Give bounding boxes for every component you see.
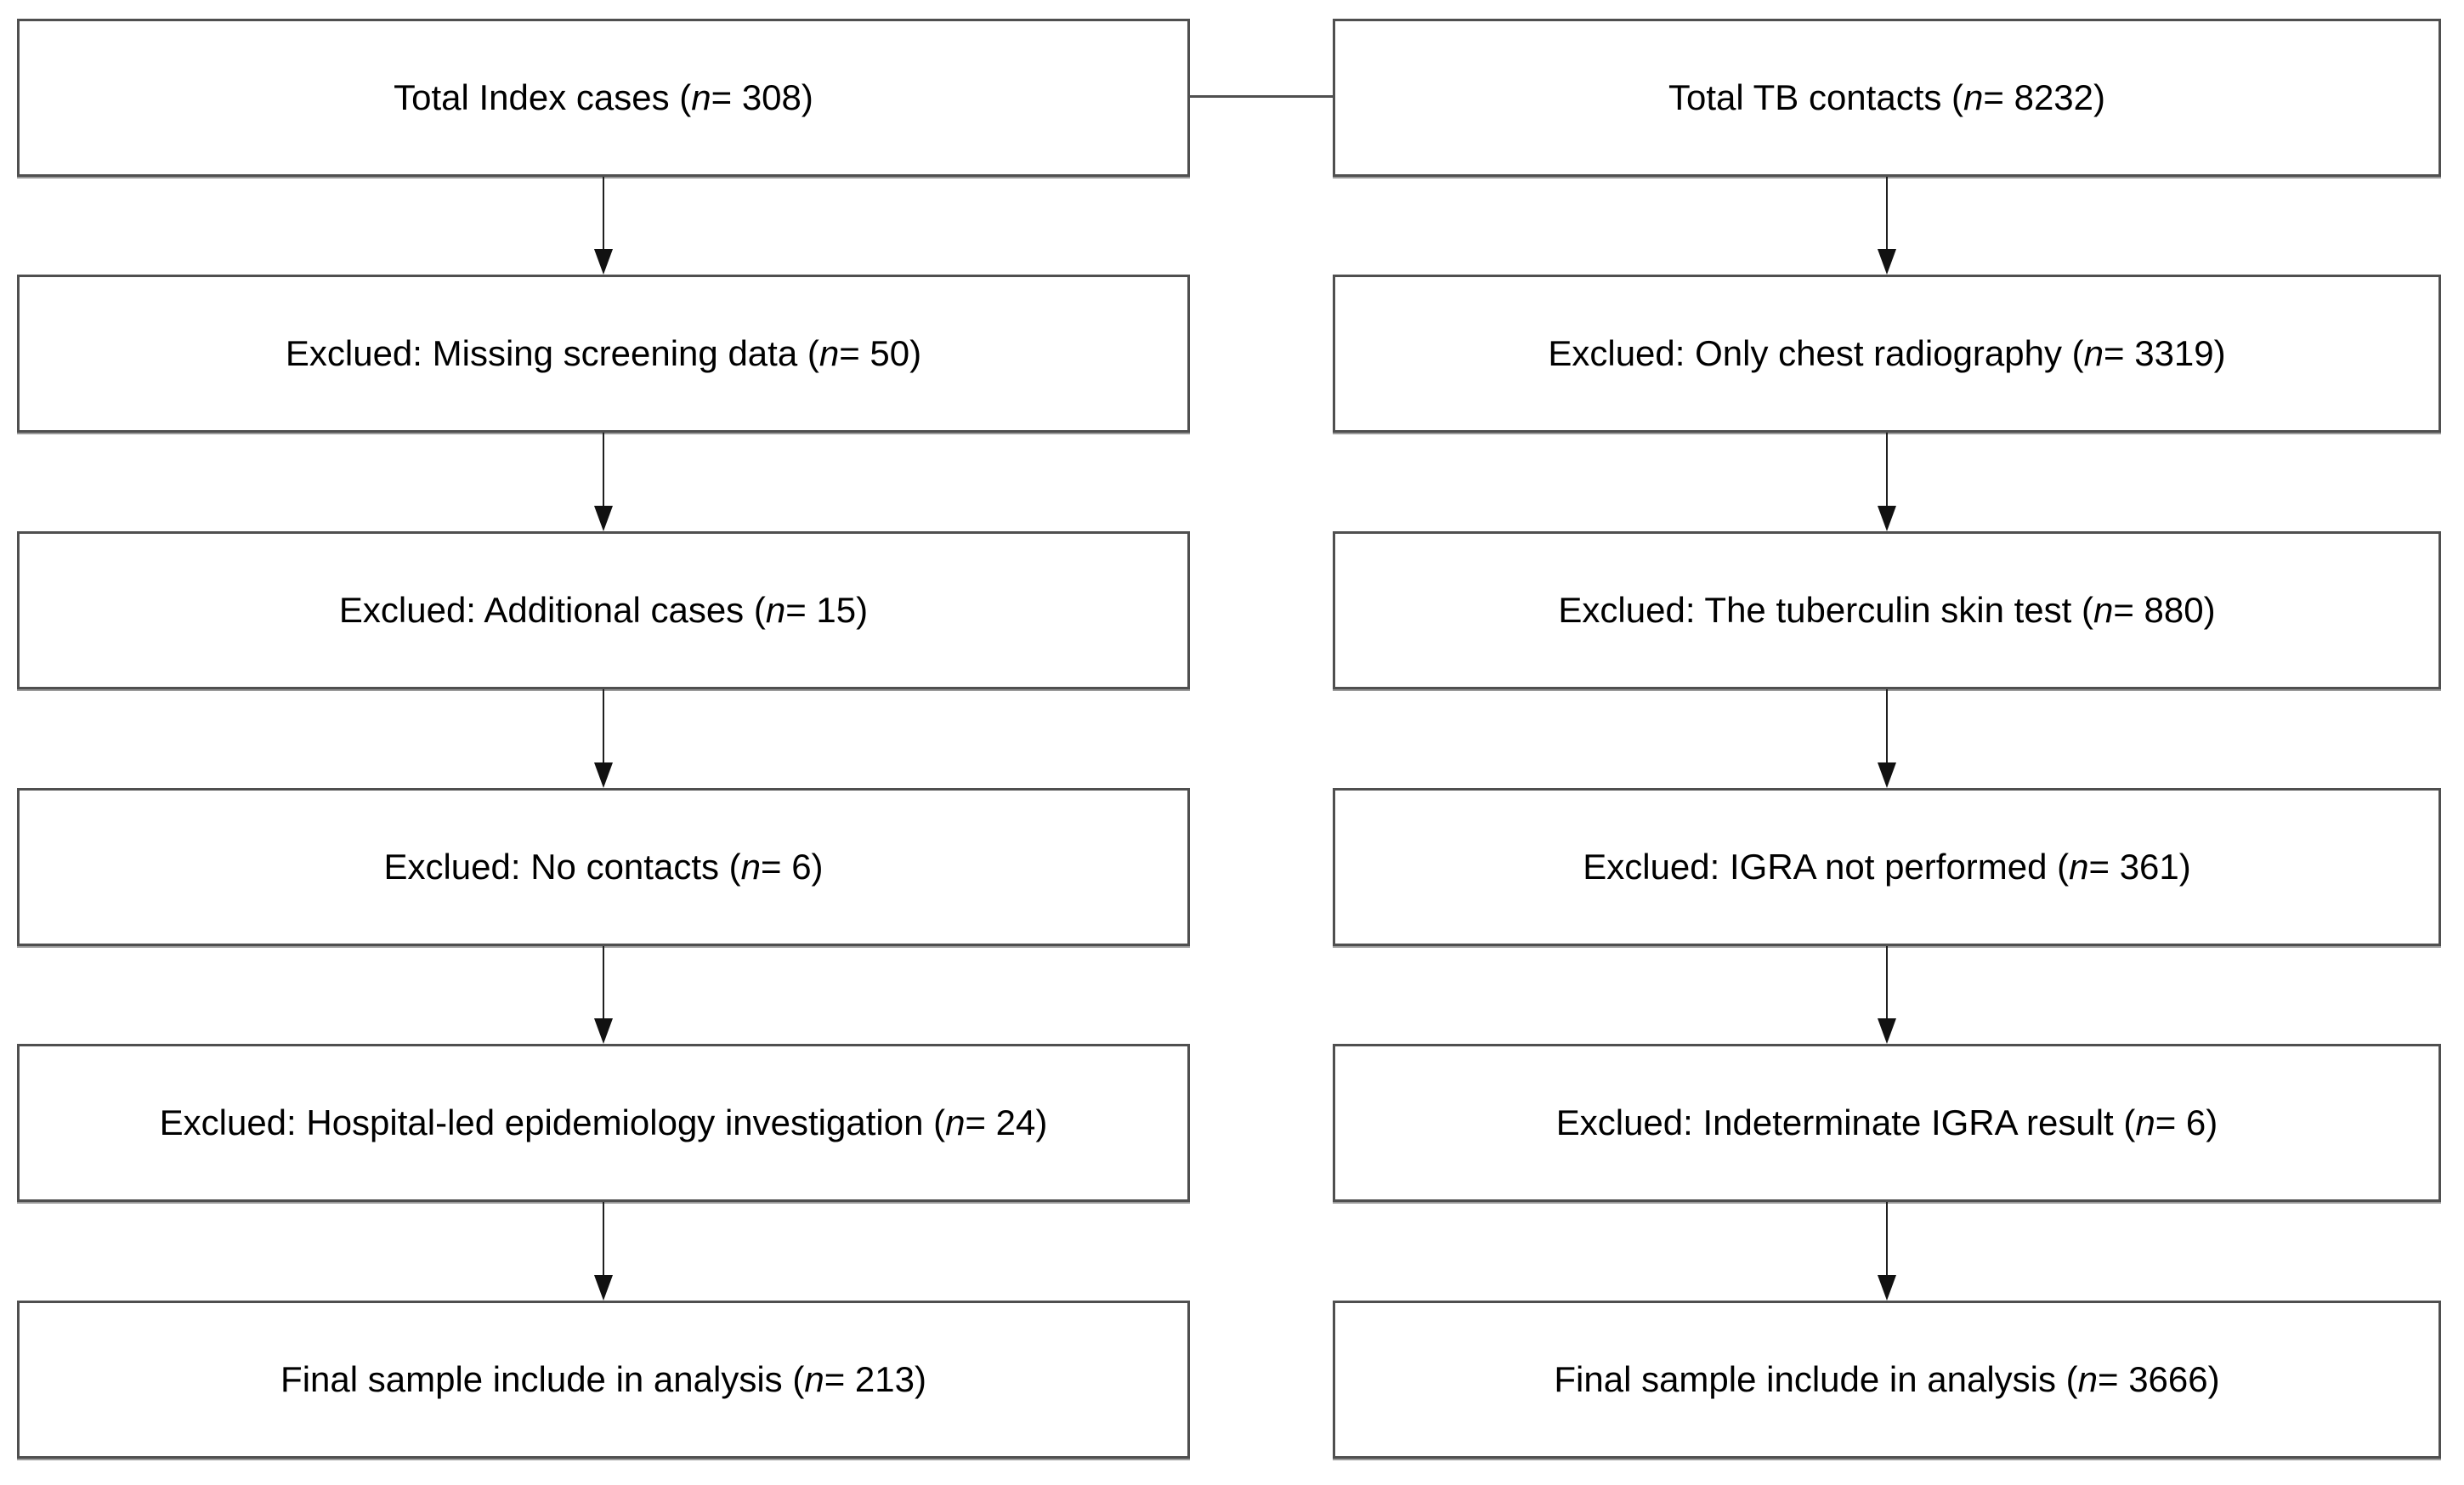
- arrow-stem: [603, 433, 604, 507]
- flow-box-final-sample-index: Final sample include in analysis (n = 21…: [17, 1301, 1190, 1459]
- flow-box-excluded-tuberculin-skin-test: Exclued: The tuberculin skin test (n = 8…: [1333, 531, 2441, 689]
- arrow-stem: [1886, 689, 1888, 763]
- flow-box-excluded-missing-screening-data: Exclued: Missing screening data (n = 50): [17, 275, 1190, 433]
- arrow-stem: [603, 946, 604, 1019]
- flow-box-excluded-additional-cases: Exclued: Additional cases (n = 15): [17, 531, 1190, 689]
- arrow-down-icon: [594, 1275, 613, 1301]
- arrow-down-icon: [1878, 506, 1896, 531]
- arrow-down-icon: [1878, 1018, 1896, 1044]
- arrow-stem: [1886, 177, 1888, 250]
- flow-box-total-tb-contacts: Total TB contacts (n = 8232): [1333, 19, 2441, 177]
- arrow-down-icon: [1878, 1275, 1896, 1301]
- flow-box-excluded-igra-not-performed: Exclued: IGRA not performed (n = 361): [1333, 788, 2441, 946]
- flow-box-total-index-cases: Total Index cases (n = 308): [17, 19, 1190, 177]
- flow-box-excluded-hospital-led-epi: Exclued: Hospital-led epidemiology inves…: [17, 1044, 1190, 1202]
- arrow-down-icon: [594, 762, 613, 788]
- arrow-stem: [603, 689, 604, 763]
- arrow-stem: [1886, 1202, 1888, 1276]
- flow-box-excluded-only-chest-radiography: Exclued: Only chest radiography (n = 331…: [1333, 275, 2441, 433]
- arrow-down-icon: [594, 506, 613, 531]
- flow-box-excluded-indeterminate-igra: Exclued: Indeterminate IGRA result (n = …: [1333, 1044, 2441, 1202]
- arrow-stem: [1886, 946, 1888, 1019]
- arrow-down-icon: [594, 1018, 613, 1044]
- flow-box-excluded-no-contacts: Exclued: No contacts (n = 6): [17, 788, 1190, 946]
- flow-box-final-sample-contacts: Final sample include in analysis (n = 36…: [1333, 1301, 2441, 1459]
- connector-line: [1190, 95, 1333, 98]
- arrow-down-icon: [1878, 249, 1896, 275]
- arrow-stem: [603, 1202, 604, 1276]
- arrow-stem: [603, 177, 604, 250]
- arrow-down-icon: [594, 249, 613, 275]
- arrow-stem: [1886, 433, 1888, 507]
- arrow-down-icon: [1878, 762, 1896, 788]
